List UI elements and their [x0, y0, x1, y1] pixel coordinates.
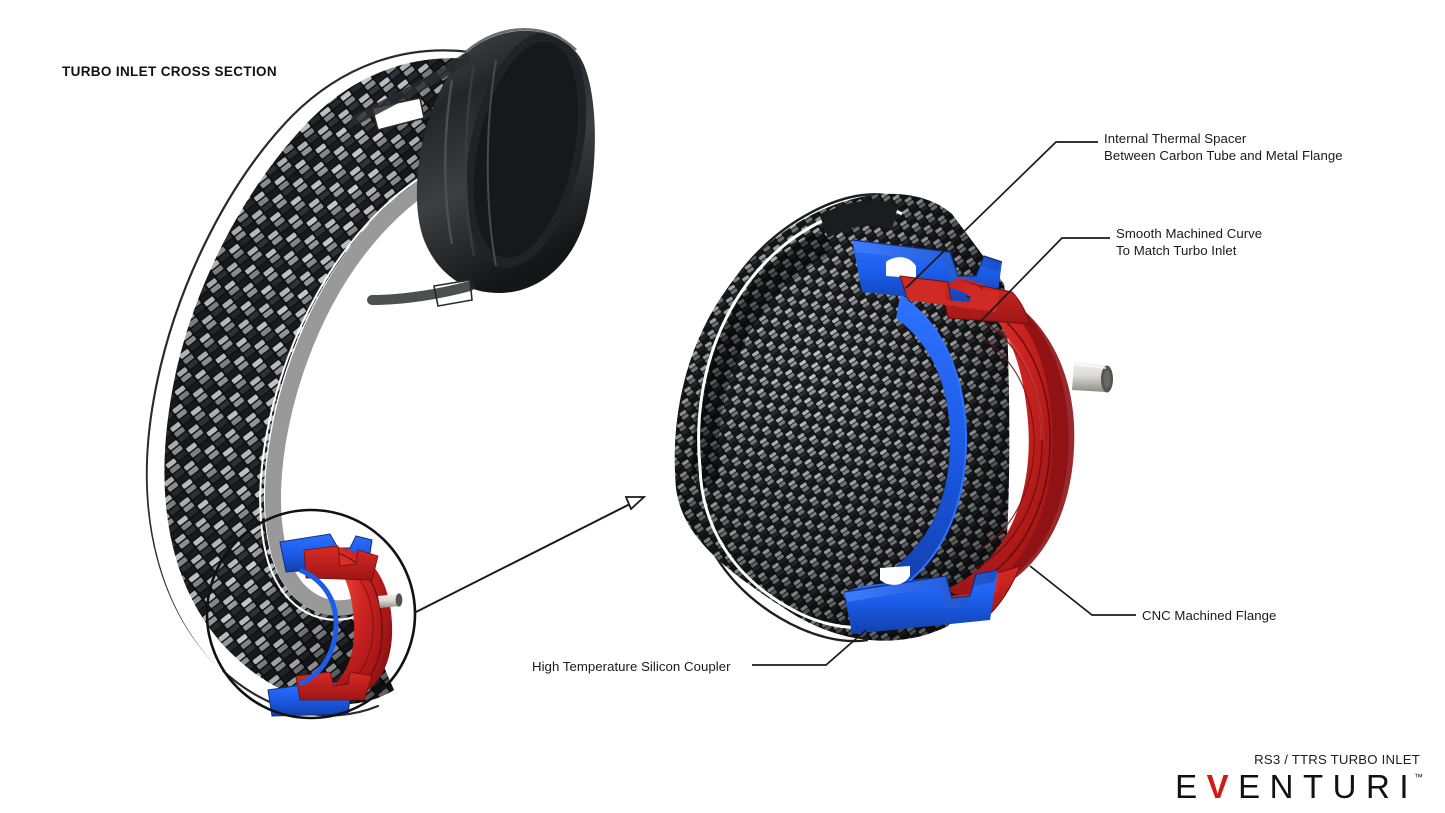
- callout-line-2: To Match Turbo Inlet: [1116, 243, 1237, 258]
- flange-cut-step-top: [904, 278, 1000, 312]
- leader-internal-thermal-spacer: [905, 141, 1098, 289]
- right-assembly-enlarged-flange: [674, 193, 1113, 643]
- flange-machining-rings: [965, 295, 1051, 587]
- metal-inlet-mouth: [351, 27, 595, 307]
- metal-nipple-port[interactable]: [1072, 362, 1113, 393]
- elbow-inner-shadow: [265, 162, 463, 617]
- leader-high-temp-silicon-coupler: [752, 629, 867, 666]
- spacer-notch-bottom: [880, 566, 910, 585]
- internal-thermal-spacer[interactable]: [896, 295, 968, 589]
- product-name: RS3 / TTRS TURBO INLET: [1254, 752, 1420, 767]
- left-assembly-full-elbow: [145, 27, 595, 717]
- callout-smooth-machined-curve: Smooth Machined Curve To Match Turbo Inl…: [1116, 225, 1262, 259]
- silicone-coupler-bottom[interactable]: [843, 569, 999, 634]
- trademark-symbol: ™: [1414, 772, 1423, 782]
- enlarged-bore-shadow: [692, 233, 831, 487]
- flange-cut-face-top-small: [303, 545, 379, 581]
- cnc-flange-small[interactable]: [318, 546, 393, 700]
- left-flange-assembly: [267, 533, 403, 717]
- leader-lines: [752, 141, 1136, 666]
- callout-high-temperature-silicon-coupler: High Temperature Silicon Coupler: [532, 658, 731, 675]
- logo-letter-v: V: [1206, 768, 1239, 805]
- callout-line-1: High Temperature Silicon Coupler: [532, 659, 731, 674]
- callout-line-1: CNC Machined Flange: [1142, 608, 1277, 623]
- callout-internal-thermal-spacer: Internal Thermal Spacer Between Carbon T…: [1104, 130, 1343, 164]
- callout-line-1: Internal Thermal Spacer: [1104, 131, 1247, 146]
- cnc-flange-body[interactable]: [944, 278, 1075, 602]
- flange-cut-face-bottom-small: [295, 671, 373, 701]
- detail-zoom-arrow: [413, 496, 647, 614]
- callout-cnc-machined-flange: CNC Machined Flange: [1142, 607, 1276, 624]
- callout-line-1: Smooth Machined Curve: [1116, 226, 1263, 241]
- inlet-rib-rings: [444, 59, 497, 267]
- enlarged-tube-wall-top: [820, 200, 898, 238]
- detail-circle: [205, 508, 417, 720]
- logo-letter-e: E: [1175, 768, 1207, 805]
- leader-cnc-machined-flange: [1029, 565, 1136, 616]
- spacer-notch-top: [886, 257, 916, 278]
- thermal-spacer-line-small: [298, 567, 339, 687]
- enlarged-cut-edge-bottom: [698, 467, 869, 629]
- logo-letters-enturi: ENTURI: [1238, 768, 1418, 805]
- metal-nipple-small[interactable]: [378, 593, 403, 608]
- page-title: TURBO INLET CROSS SECTION: [62, 64, 278, 79]
- elbow-cut-edge-outer: [147, 55, 476, 672]
- eventuri-logo: E V ENTURI ™: [1175, 770, 1423, 804]
- leader-smooth-machined-curve: [975, 237, 1110, 327]
- tube-outer-highlight: [145, 49, 472, 717]
- elbow-cut-edge-inner: [259, 161, 453, 621]
- callout-line-2: Between Carbon Tube and Metal Flange: [1104, 148, 1343, 163]
